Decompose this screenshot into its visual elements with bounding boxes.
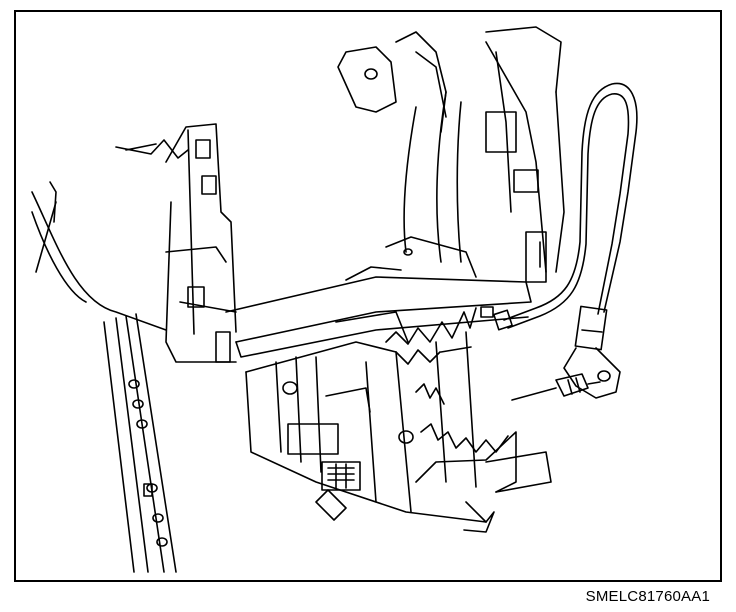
relay-box-housing bbox=[245, 311, 487, 523]
upper-panel-outline bbox=[31, 139, 189, 331]
diagram-frame bbox=[14, 10, 722, 582]
bracket-line-drawing bbox=[31, 26, 638, 573]
left-support-bracket bbox=[165, 123, 237, 363]
upper-right-bracket bbox=[337, 26, 565, 283]
wiring-harness bbox=[493, 82, 638, 401]
cross-member bbox=[225, 236, 532, 358]
top-left-detail-lines bbox=[35, 143, 157, 273]
left-vertical-rail bbox=[103, 313, 177, 573]
figure-caption-code: SMELC81760AA1 bbox=[585, 588, 710, 605]
cutaway-torn-section bbox=[385, 307, 552, 533]
